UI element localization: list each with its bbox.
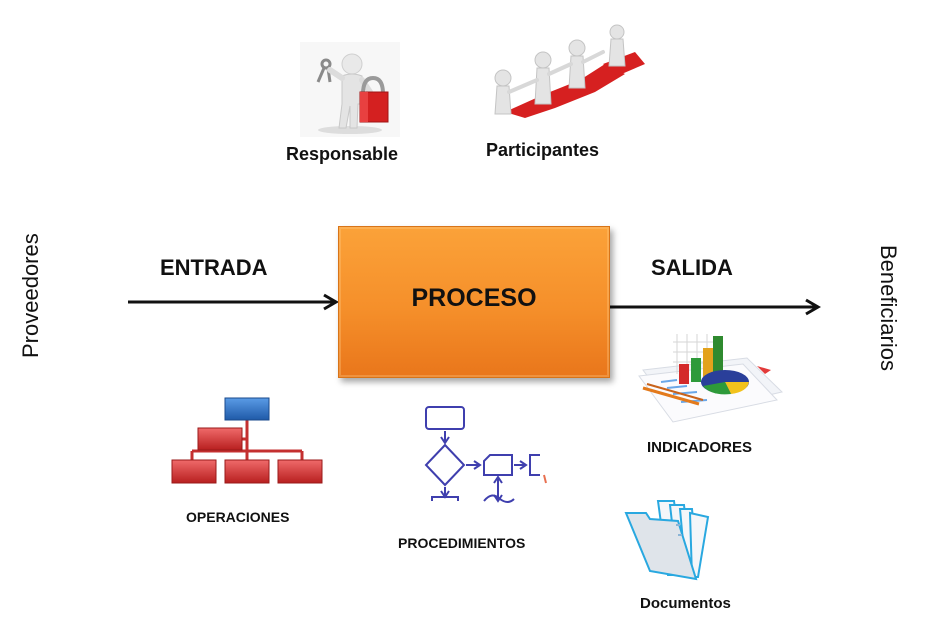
input-arrow: [128, 293, 339, 311]
beneficiaries-label: Beneficiarios: [876, 245, 901, 371]
documents-label: Documentos: [640, 595, 731, 612]
input-label: ENTRADA: [160, 255, 268, 280]
responsible-label: Responsable: [286, 144, 399, 164]
output-arrow: [608, 298, 821, 316]
charts-and-reports-icon: [638, 334, 784, 423]
operations-label: OPERACIONES: [186, 509, 290, 525]
participants-label: Participantes: [486, 140, 600, 160]
indicators-label: INDICADORES: [647, 439, 753, 456]
people-on-puzzle-path-icon: [494, 24, 645, 118]
suppliers-label: Proveedores: [18, 233, 43, 358]
process-label: PROCESO: [411, 283, 537, 312]
org-chart-icon: [171, 397, 323, 484]
process-box: PROCESO: [338, 226, 610, 378]
person-with-keys-and-padlock-icon: [300, 42, 400, 137]
flowchart-icon: [424, 406, 547, 503]
output-label: SALIDA: [651, 255, 733, 280]
folder-with-files-icon: [624, 500, 710, 581]
procedures-label: PROCEDIMIENTOS: [398, 535, 526, 551]
